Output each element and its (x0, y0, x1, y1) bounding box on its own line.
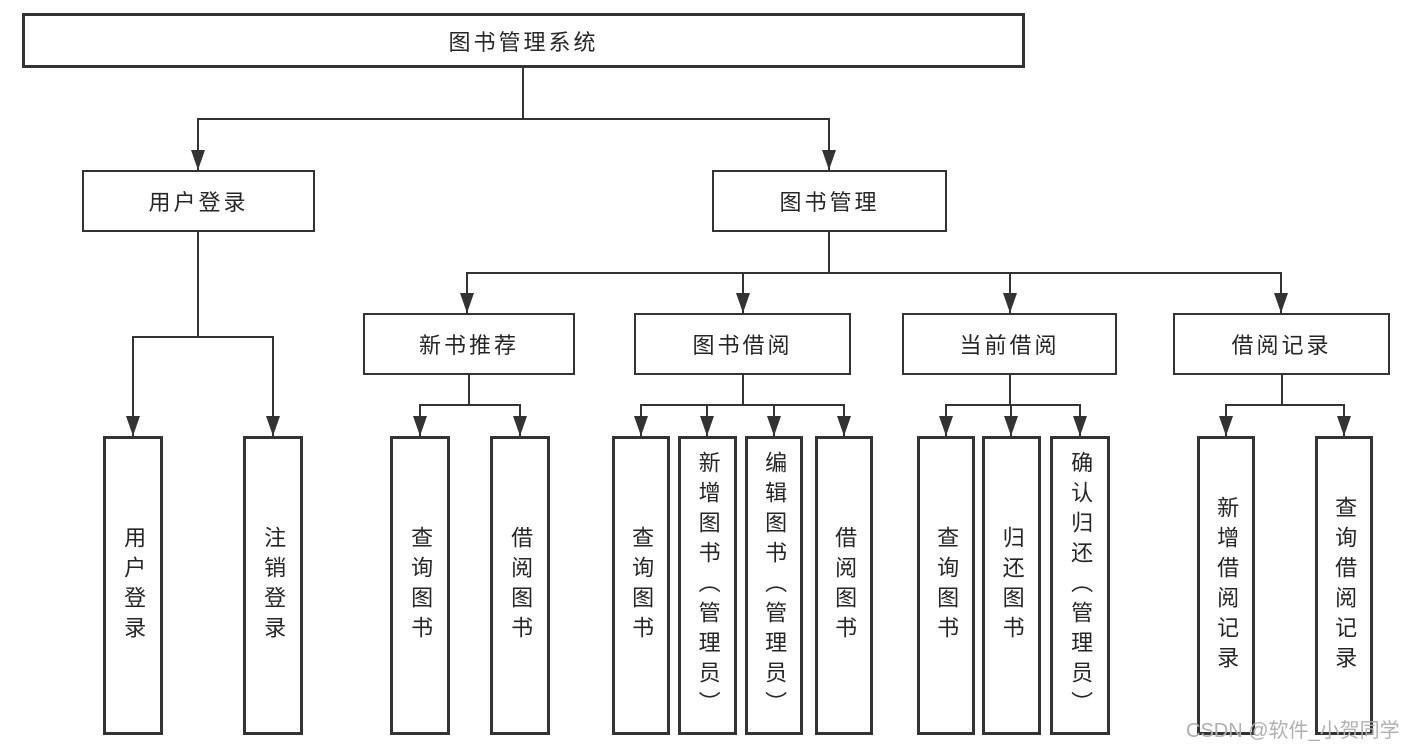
connector (419, 404, 521, 406)
arrow-down-icon (1219, 416, 1233, 436)
connector (1281, 375, 1283, 404)
leaf-current-query-books: 查询图书 (917, 436, 975, 735)
arrow-down-icon (513, 416, 527, 436)
leaf-records-add-record: 新增借阅记录 (1197, 436, 1255, 735)
connector (945, 404, 1081, 406)
arrow-down-icon (413, 416, 427, 436)
arrow-down-icon (1274, 293, 1288, 313)
arrow-down-icon (822, 150, 836, 170)
node-user-login: 用户登录 (82, 170, 315, 232)
arrow-down-icon (634, 416, 648, 436)
leaf-recommend-query-books: 查询图书 (390, 436, 450, 735)
connector (272, 336, 274, 436)
leaf-recommend-borrow-books: 借阅图书 (490, 436, 550, 735)
connector (1280, 272, 1282, 313)
leaf-current-return-books: 归还图书 (982, 436, 1041, 735)
leaf-user-login: 用户登录 (103, 436, 163, 735)
connector (466, 272, 468, 313)
node-root: 图书管理系统 (22, 13, 1025, 68)
node-current-borrow: 当前借阅 (902, 313, 1117, 375)
connector (132, 336, 134, 436)
connector (742, 272, 744, 313)
connector (640, 404, 845, 406)
arrow-down-icon (736, 293, 750, 313)
connector (132, 336, 274, 338)
leaf-logout: 注销登录 (243, 436, 303, 735)
connector (197, 118, 830, 120)
arrow-down-icon (460, 293, 474, 313)
arrow-down-icon (126, 416, 140, 436)
arrow-down-icon (939, 416, 953, 436)
arrow-down-icon (266, 416, 280, 436)
leaf-borrow-query-books: 查询图书 (612, 436, 670, 735)
connector (197, 232, 199, 336)
arrow-down-icon (700, 416, 714, 436)
arrow-down-icon (837, 416, 851, 436)
leaf-records-query-record: 查询借阅记录 (1315, 436, 1373, 735)
arrow-down-icon (1003, 293, 1017, 313)
arrow-down-icon (191, 150, 205, 170)
connector (197, 118, 199, 170)
connector (522, 68, 524, 118)
connector (468, 375, 470, 404)
csdn-watermark: CSDN @软件_小贺同学 (1186, 720, 1400, 742)
connector (828, 118, 830, 170)
leaf-borrow-add-books-admin: 新增图书（管理员） (678, 436, 737, 735)
connector (1225, 404, 1345, 406)
node-new-book-recommend: 新书推荐 (363, 313, 575, 375)
node-borrow-records: 借阅记录 (1173, 313, 1390, 375)
leaf-current-confirm-return-admin: 确认归还（管理员） (1050, 436, 1110, 735)
node-book-management: 图书管理 (712, 170, 947, 232)
arrow-down-icon (1337, 416, 1351, 436)
arrow-down-icon (1004, 416, 1018, 436)
leaf-borrow-borrow-books: 借阅图书 (815, 436, 873, 735)
node-book-borrow: 图书借阅 (634, 313, 851, 375)
arrow-down-icon (767, 416, 781, 436)
connector (1009, 272, 1011, 313)
leaf-borrow-edit-books-admin: 编辑图书（管理员） (745, 436, 803, 735)
connector (828, 232, 830, 272)
connector (1009, 375, 1011, 404)
connector (466, 272, 1282, 274)
arrow-down-icon (1073, 416, 1087, 436)
connector (742, 375, 744, 404)
